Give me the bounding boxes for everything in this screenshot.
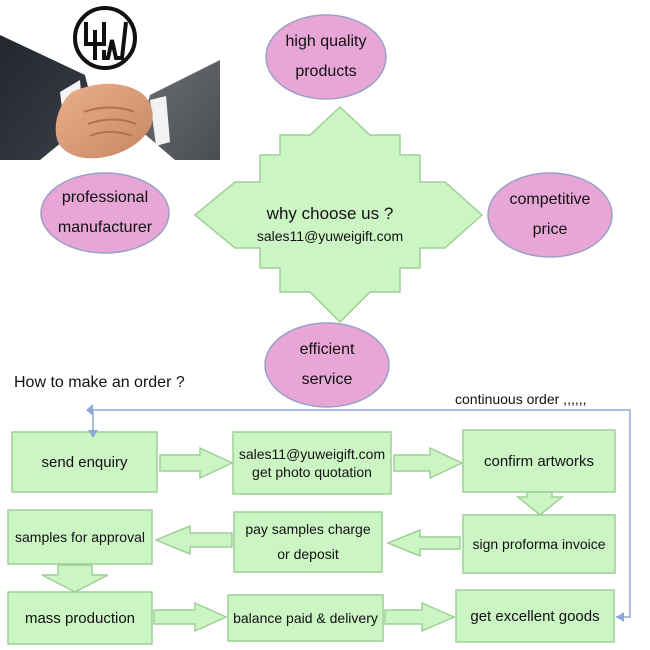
bubble-bottom-line1: efficient xyxy=(299,340,355,358)
cross-arrow-shape xyxy=(193,105,484,324)
bubble-left-line1: professional xyxy=(61,188,149,206)
arrow-pay-to-samples xyxy=(154,524,233,556)
step-confirm-artworks: confirm artworks xyxy=(483,452,595,470)
continuous-order-connector xyxy=(86,404,631,622)
step-samples-approval: samples for approval xyxy=(15,529,145,545)
center-email: sales11@yuweigift.com xyxy=(256,228,404,244)
step-quotation: sales11@yuweigift.com get photo quotatio… xyxy=(233,432,391,494)
arrow-mass-to-balance xyxy=(153,601,228,633)
box-pay-samples xyxy=(233,511,383,573)
step-send-enquiry: send enquiry xyxy=(41,453,128,471)
bubble-left-line2: manufacturer xyxy=(57,219,153,236)
step-excellent-goods: get excellent goods xyxy=(470,607,600,625)
step-balance-paid: balance paid & delivery xyxy=(233,610,378,626)
arrow-balance-to-goods xyxy=(384,601,456,633)
flow-boxes xyxy=(7,429,616,645)
box-balance-paid xyxy=(227,594,384,642)
arrow-enquiry-to-quotation xyxy=(159,446,234,480)
bubble-bottom-line2: service xyxy=(301,371,353,388)
cross-arrow xyxy=(193,105,484,324)
box-send-enquiry xyxy=(11,431,158,493)
bubble-bottom-shape xyxy=(264,322,390,408)
box-mass-production xyxy=(7,591,153,645)
arrow-samples-to-mass xyxy=(41,564,109,593)
bubble-left-shape xyxy=(40,172,170,254)
pay-line1: pay samples charge xyxy=(245,520,371,537)
bubble-bottom: efficient service xyxy=(265,330,389,400)
box-sign-invoice xyxy=(462,514,616,574)
box-confirm-artworks xyxy=(462,429,616,493)
box-samples-approval xyxy=(7,509,153,565)
arrow-invoice-to-pay xyxy=(386,528,461,558)
box-quotation xyxy=(232,431,392,495)
quotation-email: sales11@yuweigift.com xyxy=(238,445,386,462)
order-heading: How to make an order ? xyxy=(14,374,185,391)
arrow-artworks-to-invoice xyxy=(515,491,565,516)
box-excellent-goods xyxy=(455,589,615,643)
bubble-top: high quality products xyxy=(266,22,386,92)
step-mass-production: mass production xyxy=(24,609,136,627)
logo-icon xyxy=(73,6,137,70)
bubble-top-line2: products xyxy=(295,63,357,80)
bubble-right: competitive price xyxy=(488,180,612,250)
quotation-text: get photo quotation xyxy=(252,464,372,480)
flow-arrows xyxy=(41,446,565,633)
bubble-left: professional manufacturer xyxy=(41,178,169,248)
step-pay-samples: pay samples charge or deposit xyxy=(234,512,382,572)
bubble-right-shape xyxy=(487,172,613,258)
step-sign-invoice: sign proforma invoice xyxy=(472,536,606,552)
bubble-right-line2: price xyxy=(532,221,568,238)
handshake-illustration xyxy=(0,35,220,160)
bubble-top-shape xyxy=(265,14,387,100)
bubble-right-line1: competitive xyxy=(509,190,591,208)
pay-line2: or deposit xyxy=(277,546,339,562)
continuous-order-label: continuous order ,,,,,, xyxy=(455,391,587,407)
arrow-quotation-to-artworks xyxy=(393,446,464,480)
center-title: why choose us ? xyxy=(266,204,394,223)
bubble-top-line1: high quality xyxy=(285,32,367,50)
